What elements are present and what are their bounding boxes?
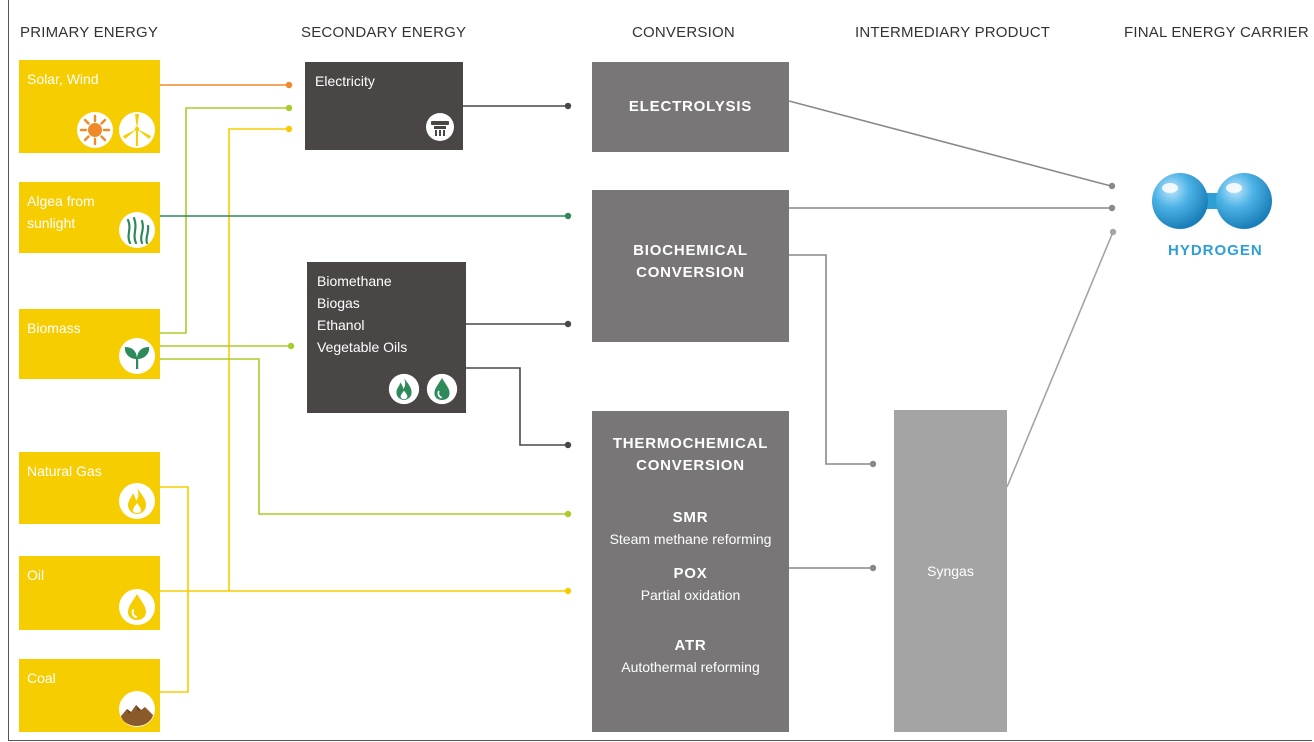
link-gas-coal-bracket bbox=[160, 486, 189, 693]
column-header-conversion: CONVERSION bbox=[632, 24, 735, 41]
primary-algae-label-2: sunlight bbox=[27, 215, 76, 231]
biochemical-label-1: BIOCHEMICAL bbox=[633, 242, 748, 259]
method-atr-name: Autothermal reforming bbox=[621, 659, 760, 675]
flame-icon bbox=[388, 373, 420, 405]
link-electrolysis-hydrogen bbox=[788, 100, 1112, 187]
secondary-biofuel-line-2: Biogas bbox=[317, 295, 360, 311]
primary-biomass-label: Biomass bbox=[27, 320, 81, 336]
algae-icon bbox=[118, 211, 156, 249]
column-header-intermediary: INTERMEDIARY PRODUCT bbox=[855, 24, 1051, 41]
sun-icon bbox=[76, 111, 114, 149]
connector-dots bbox=[285, 81, 1117, 595]
secondary-biofuel-line-3: Ethanol bbox=[317, 317, 365, 333]
primary-algae: Algea from sunlight bbox=[19, 182, 160, 253]
diagram-frame bbox=[8, 0, 1312, 741]
coal-icon bbox=[118, 690, 156, 728]
primary-algae-label-1: Algea from bbox=[27, 193, 95, 209]
wind-turbine-icon bbox=[118, 111, 156, 149]
secondary-biofuels: Biomethane Biogas Ethanol Vegetable Oils bbox=[307, 262, 466, 413]
primary-biomass: Biomass bbox=[19, 309, 160, 379]
primary-solar-wind: Solar, Wind bbox=[19, 60, 160, 153]
method-atr-abbr: ATR bbox=[674, 637, 707, 654]
hydrogen-molecule-icon bbox=[1152, 173, 1272, 229]
leaf-icon bbox=[118, 337, 156, 375]
syngas-label: Syngas bbox=[927, 563, 974, 579]
power-plug-icon bbox=[425, 112, 455, 142]
primary-natural-gas: Natural Gas bbox=[19, 452, 160, 524]
method-pox-abbr: POX bbox=[673, 565, 708, 582]
method-smr-name: Steam methane reforming bbox=[609, 531, 772, 547]
secondary-biofuel-line-4: Vegetable Oils bbox=[317, 339, 408, 355]
flame-icon bbox=[118, 482, 156, 520]
oil-drop-icon bbox=[426, 373, 458, 405]
link-biomass-thermo bbox=[160, 358, 568, 515]
column-header-primary: PRIMARY ENERGY bbox=[20, 24, 159, 41]
secondary-electricity-label: Electricity bbox=[315, 73, 375, 89]
method-smr-abbr: SMR bbox=[672, 509, 709, 526]
thermochemical-label-2: CONVERSION bbox=[636, 457, 745, 474]
primary-oil: Oil bbox=[19, 556, 160, 630]
link-fossil-electricity bbox=[228, 128, 288, 591]
secondary-biofuel-line-1: Biomethane bbox=[317, 273, 392, 289]
hydrogen-label: HYDROGEN bbox=[1168, 242, 1263, 259]
conversion-electrolysis: ELECTROLYSIS bbox=[592, 62, 789, 152]
intermediary-syngas: Syngas bbox=[894, 410, 1007, 732]
column-header-final: FINAL ENERGY CARRIER bbox=[1124, 24, 1309, 41]
conversion-biochemical: BIOCHEMICAL CONVERSION bbox=[592, 190, 789, 342]
electrolysis-label: ELECTROLYSIS bbox=[628, 98, 753, 115]
primary-solar-wind-label: Solar, Wind bbox=[27, 71, 99, 87]
column-header-secondary: SECONDARY ENERGY bbox=[301, 24, 467, 41]
primary-coal-label: Coal bbox=[27, 670, 56, 686]
link-syngas-hydrogen bbox=[1006, 231, 1114, 488]
conversion-thermochemical: THERMOCHEMICAL CONVERSION SMR Steam meth… bbox=[592, 411, 789, 732]
primary-oil-label: Oil bbox=[27, 567, 45, 583]
oil-drop-icon bbox=[118, 588, 156, 626]
biochemical-label-2: CONVERSION bbox=[636, 264, 745, 281]
primary-natural-gas-label: Natural Gas bbox=[27, 463, 102, 479]
link-biomass-electricity bbox=[160, 107, 288, 334]
link-biochem-syngas bbox=[789, 254, 872, 465]
primary-coal: Coal bbox=[19, 659, 160, 732]
method-pox-name: Partial oxidation bbox=[640, 587, 741, 603]
secondary-electricity: Electricity bbox=[305, 62, 463, 150]
thermochemical-label-1: THERMOCHEMICAL bbox=[612, 435, 769, 452]
link-biofuels-thermo bbox=[466, 367, 568, 446]
